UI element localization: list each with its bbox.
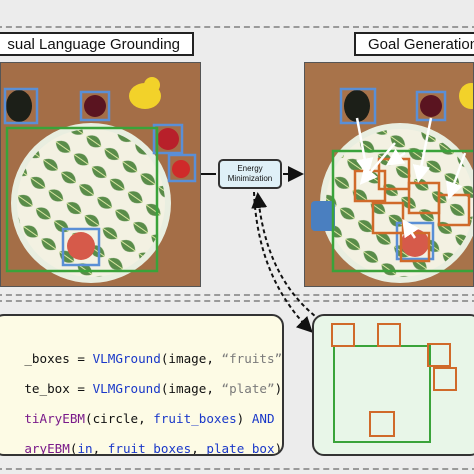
goal-scene — [305, 63, 473, 286]
detect-box-avocado — [3, 87, 39, 125]
viz-canvas — [331, 323, 457, 443]
code-l2-string: “plate” — [221, 381, 275, 396]
grounding-title-text: sual Language Grounding — [7, 35, 180, 53]
detect-box-apple — [152, 123, 184, 155]
goal-boxes-visualization — [312, 314, 474, 456]
viz-plate-box — [333, 345, 431, 443]
code-l1-func: VLMGround — [92, 351, 161, 366]
code-l3-close: ) — [236, 411, 252, 426]
bottom-region — [0, 300, 474, 470]
blue-can — [311, 201, 335, 231]
avocado — [6, 90, 32, 122]
code-l1-args: (image, — [160, 351, 222, 366]
code-l1-var: _boxes = — [24, 351, 93, 366]
goal-arrow-1 — [355, 117, 374, 176]
grounding-photo — [0, 62, 201, 287]
code-l2-var: te_box = — [24, 381, 93, 396]
code-l4-plate-box: plate_box — [206, 441, 275, 456]
code-l3-arg2: fruit_boxes — [153, 411, 237, 426]
peach — [67, 232, 95, 260]
code-line-4: aryEBM(in, fruit_boxes, plate_box) — [0, 426, 283, 456]
apple — [157, 128, 179, 150]
goal-box-5 — [371, 201, 405, 235]
plate-box — [5, 126, 159, 273]
code-l1-close: ) — [282, 351, 284, 366]
grounding-title: sual Language Grounding — [0, 32, 194, 56]
energy-label-line1: Energy — [237, 164, 263, 173]
viz-goal-box-1 — [331, 323, 355, 347]
detect-box-peach — [61, 227, 101, 267]
goal-arrow-6 — [402, 218, 420, 239]
goal-arrow-4 — [385, 148, 406, 166]
viz-goal-box-3 — [427, 343, 451, 367]
code-l3-and: AND — [251, 411, 275, 426]
goal-arrow-2 — [412, 117, 433, 183]
code-l4-open: ( — [69, 441, 78, 456]
detect-box-plum — [79, 90, 111, 122]
code-panel: _boxes = VLMGround(image, “fruits”) te_b… — [0, 314, 284, 456]
code-l4-func: aryEBM — [24, 441, 70, 456]
goal-arrow-5 — [445, 152, 467, 200]
top-region — [0, 26, 474, 296]
code-l3-func: tiAryEBM — [24, 411, 86, 426]
code-l2-args: (image, — [160, 381, 222, 396]
rubber-duck — [459, 83, 473, 109]
viz-goal-box-4 — [433, 367, 457, 391]
code-l4-sep1: , — [92, 441, 108, 456]
energy-minimization-box: Energy Minimization — [218, 159, 282, 189]
code-line-2: te_box = VLMGround(image, “plate”) — [0, 366, 282, 411]
code-l4-close: ) — [274, 441, 283, 456]
viz-goal-box-2 — [377, 323, 401, 347]
plum — [84, 95, 106, 117]
avocado — [344, 90, 370, 122]
goal-title-text: Goal Generation — [368, 35, 474, 53]
energy-label-line2: Minimization — [227, 174, 273, 183]
code-l1-string: “fruits” — [221, 351, 283, 366]
viz-goal-box-5 — [369, 411, 395, 437]
code-l4-sep2: , — [191, 441, 207, 456]
plum — [420, 95, 442, 117]
code-l4-in: in — [77, 441, 93, 456]
goal-photo — [304, 62, 474, 287]
code-line-1: _boxes = VLMGround(image, “fruits”) — [0, 336, 284, 381]
code-l4-fruit-boxes: fruit_boxes — [107, 441, 192, 456]
code-l2-func: VLMGround — [92, 381, 161, 396]
strawberry — [172, 160, 190, 178]
grounding-scene — [1, 63, 200, 286]
goal-title: Goal Generation — [354, 32, 474, 56]
code-l2-close: ) — [274, 381, 283, 396]
code-line-3: tiAryEBM(circle, fruit_boxes) AND — [0, 396, 275, 441]
detect-box-strawberry — [167, 153, 197, 183]
code-l3-arg1: (circle, — [85, 411, 154, 426]
